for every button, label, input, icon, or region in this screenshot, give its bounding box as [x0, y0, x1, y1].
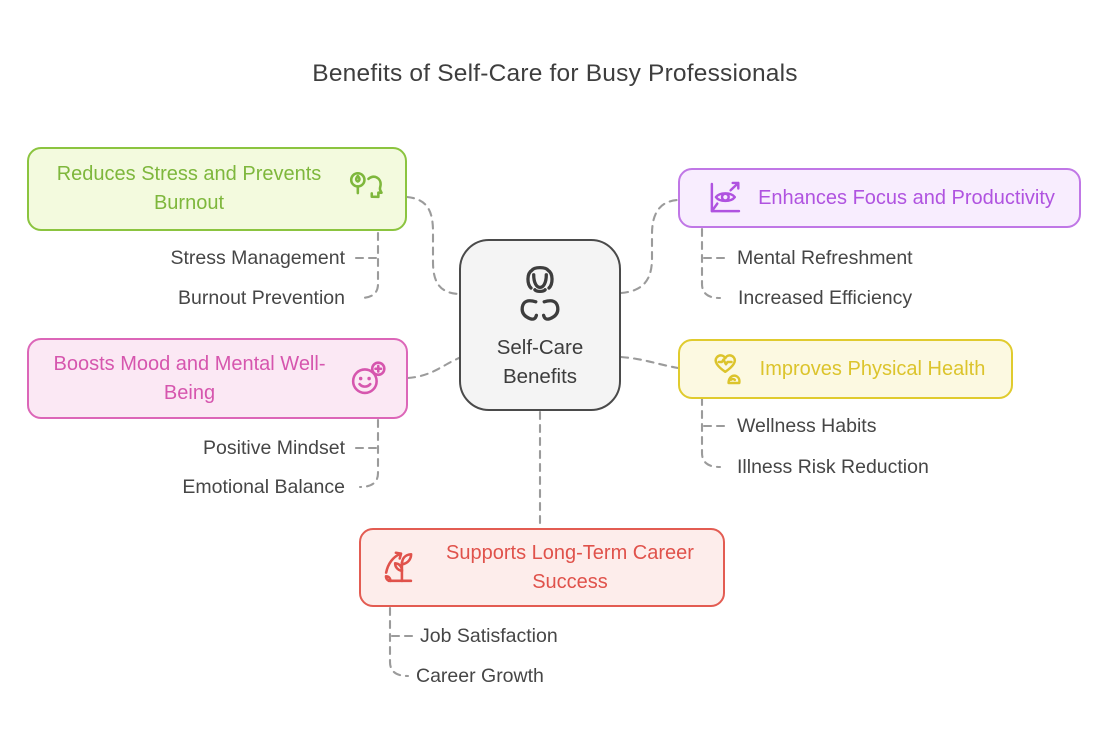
sub-label-mental-refreshment: Mental Refreshment: [737, 247, 913, 269]
branch-box-career-success: Supports Long-Term Career Success: [359, 528, 725, 607]
heart-pulse-muscle-icon: [714, 354, 741, 385]
sub-label-increased-efficiency: Increased Efficiency: [738, 287, 913, 309]
connector-focus-children-spine: [700, 227, 722, 300]
person-in-caring-hands-icon: [520, 266, 560, 322]
branch-box-reduces-stress: Reduces Stress and Prevents Burnout: [27, 147, 407, 231]
center-node-label-line1: Self-Care: [496, 336, 584, 360]
sub-label-illness-risk-reduction: Illness Risk Reduction: [737, 456, 929, 478]
sub-label-job-satisfaction: Job Satisfaction: [420, 625, 558, 647]
branch-label-reduces-stress: Reduces Stress and Prevents Burnout: [56, 163, 322, 214]
connector-stress-children-spine: [358, 231, 380, 300]
sub-label-wellness-habits: Wellness Habits: [737, 415, 877, 437]
smiley-plus-icon: [351, 360, 386, 394]
sub-label-positive-mindset: Positive Mindset: [203, 437, 345, 459]
connector-mood-to-center: [406, 356, 461, 380]
center-node-label-line2: Benefits: [502, 365, 578, 388]
eye-growth-chart-icon: [710, 181, 741, 213]
connector-career-children-spine: [388, 606, 410, 678]
center-node-self-care-benefits: Self-Care Benefits: [459, 239, 621, 411]
sub-label-stress-management: Stress Management: [170, 247, 345, 269]
connector-center-to-health: [619, 355, 680, 370]
leaf-mind-icon: [349, 171, 383, 199]
branch-box-improves-health: Improves Physical Health: [678, 339, 1013, 399]
sub-label-emotional-balance: Emotional Balance: [182, 476, 345, 498]
branch-label-enhances-focus: Enhances Focus and Productivity: [758, 186, 1055, 209]
diagram-title: Benefits of Self-Care for Busy Professio…: [312, 60, 798, 87]
connector-stress-to-center: [405, 195, 461, 296]
branch-box-boosts-mood: Boosts Mood and Mental Well-Being: [27, 338, 408, 419]
connector-mood-children-spine: [358, 418, 380, 489]
connector-health-children-spine: [700, 396, 722, 469]
branch-box-enhances-focus: Enhances Focus and Productivity: [678, 168, 1081, 228]
branch-label-career-success: Supports Long-Term Career Success: [446, 541, 694, 593]
sprout-growth-arrow-icon: [384, 551, 413, 582]
branch-label-boosts-mood: Boosts Mood and Mental Well-Being: [53, 352, 326, 404]
sub-label-career-growth: Career Growth: [416, 665, 544, 687]
sub-label-burnout-prevention: Burnout Prevention: [178, 287, 345, 309]
connector-center-to-focus: [619, 198, 680, 295]
branch-label-improves-health: Improves Physical Health: [759, 357, 986, 380]
